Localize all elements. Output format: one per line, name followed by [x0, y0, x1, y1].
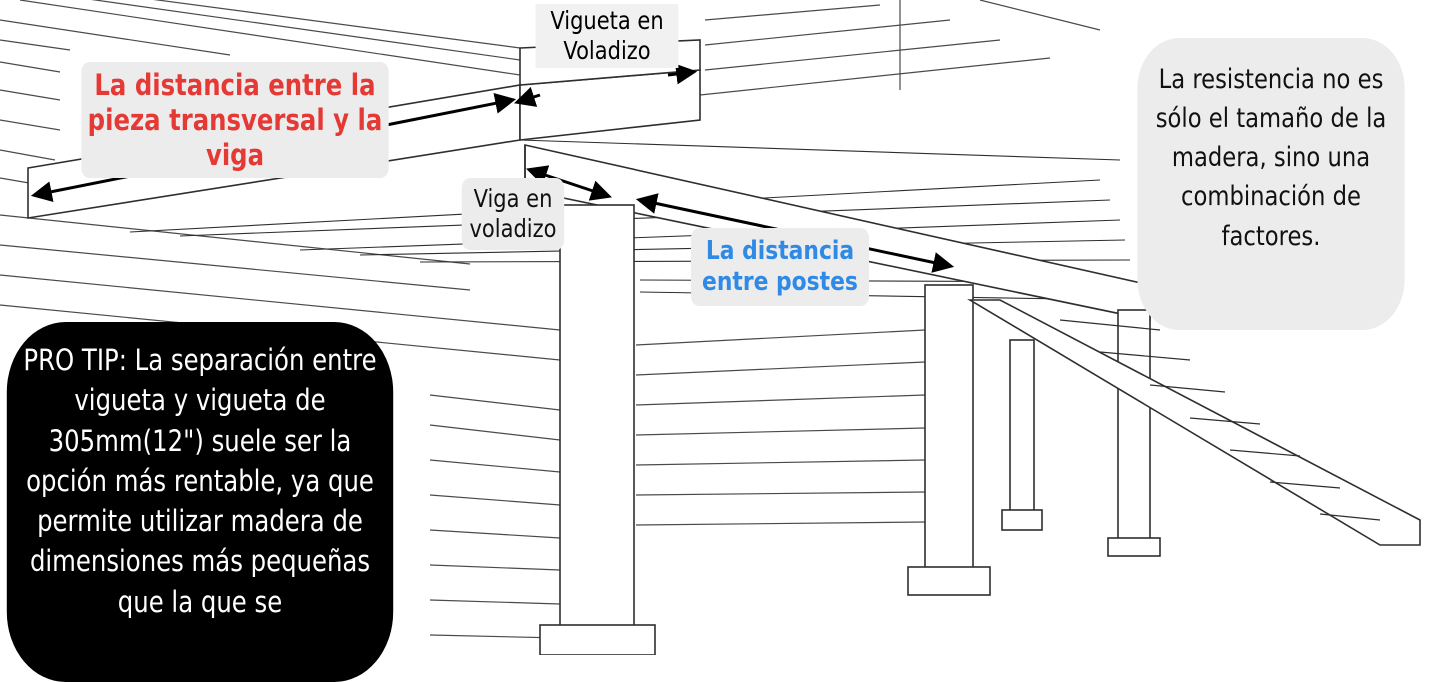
- strength-note-callout: La resistencia no es sólo el tamaño de l…: [1137, 38, 1405, 330]
- arrow-cantilever-joist-left: [513, 86, 541, 107]
- arrow-cantilever-beam: [526, 165, 612, 201]
- crosspiece-beam-distance-label: La distancia entre la pieza transversal …: [81, 62, 389, 179]
- cantilever-beam-label: Viga en voladizo: [461, 178, 565, 250]
- post-distance-label: La distancia entre postes: [690, 228, 870, 307]
- cantilever-joist-label: Vigueta en Voladizo: [535, 4, 679, 68]
- arrow-cantilever-joist-right: [667, 63, 698, 85]
- pro-tip-callout: PRO TIP: La separación entre vigueta y v…: [6, 322, 394, 682]
